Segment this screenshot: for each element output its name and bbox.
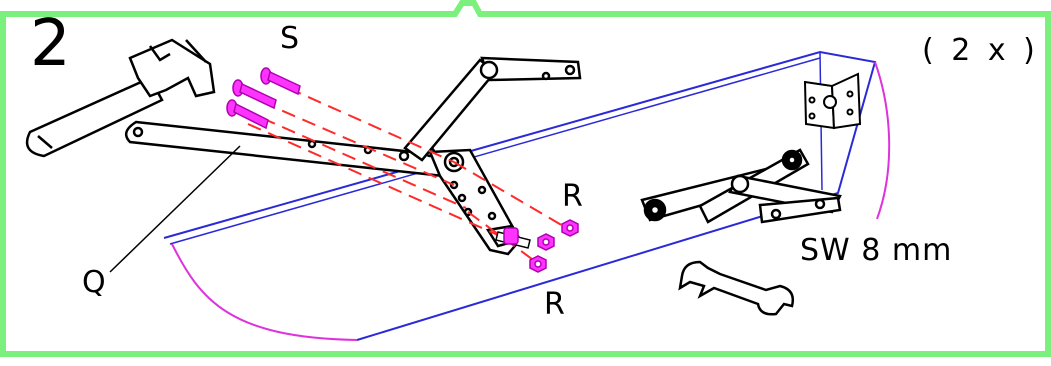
bolts-s — [226, 67, 301, 130]
upper-linkage — [403, 56, 582, 162]
arm-q — [124, 120, 470, 180]
wrench-icon — [678, 260, 794, 316]
leader-q — [109, 145, 241, 273]
quantity-label: ( 2 x ) — [922, 33, 1039, 68]
bolt-1 — [260, 67, 301, 96]
wrench-size-label: SW 8 mm — [800, 233, 953, 268]
part-label-s: S — [280, 21, 300, 56]
part-label-r-lower: R — [544, 287, 565, 322]
bolt-2 — [232, 79, 277, 110]
step-frame — [0, 0, 1051, 357]
nuts-r — [495, 219, 579, 273]
corner-bracket — [803, 72, 862, 130]
step-number: 2 — [30, 7, 71, 81]
part-label-r-upper: R — [562, 179, 583, 214]
hammer-icon — [25, 38, 216, 158]
alignment-lines — [247, 87, 571, 263]
part-label-q: Q — [82, 265, 106, 300]
bolt-3 — [226, 99, 269, 130]
mounted-hinge — [640, 148, 842, 224]
